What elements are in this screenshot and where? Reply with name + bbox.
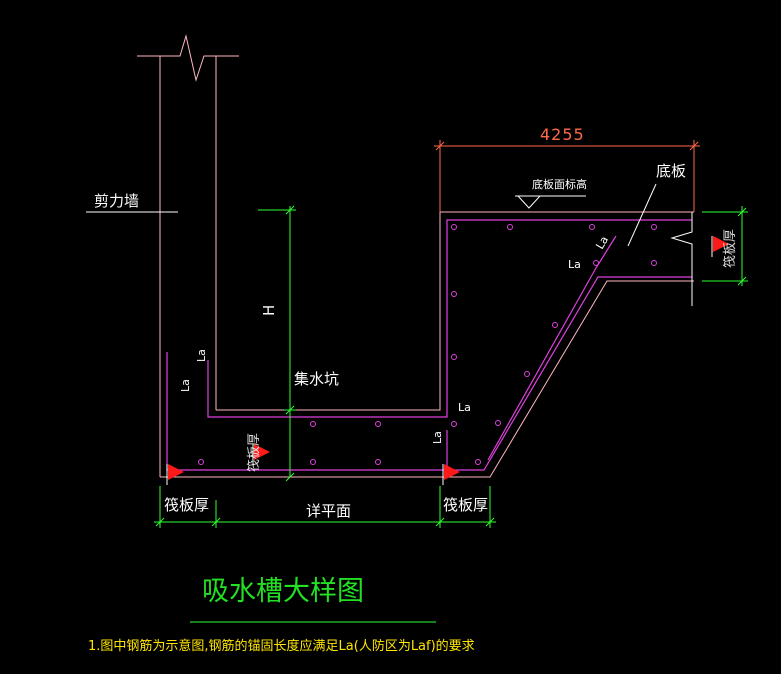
- rebar-dot: [589, 224, 595, 230]
- rebar-dot: [451, 421, 457, 427]
- rebar-dot: [651, 260, 657, 266]
- flag-icon: [252, 444, 270, 465]
- rebar-dot: [507, 224, 513, 230]
- pit-inner-outline: [216, 211, 694, 411]
- height-label: H: [260, 305, 278, 316]
- slab-break-line: [670, 212, 693, 306]
- rebar-dot: [651, 224, 657, 230]
- flag-icon: [166, 464, 184, 485]
- la-label-slope: La: [568, 258, 581, 271]
- dim-top-tick-right: [689, 141, 699, 151]
- shear-wall-label: 剪力墙: [94, 192, 139, 210]
- rebar-dot: [310, 421, 316, 427]
- rebar-dot: [552, 322, 558, 328]
- rebar-inner: [207, 219, 692, 418]
- dim-bottom-tick-3: [435, 517, 445, 527]
- la-label-inner: La: [195, 349, 208, 362]
- rebar-dot: [375, 421, 381, 427]
- dim-raft-mid-tick: [285, 472, 295, 482]
- slab-top-elev-label: 底板面标高: [532, 177, 587, 191]
- dim-bottom-tick-4: [485, 517, 495, 527]
- rebar-dot: [593, 260, 599, 266]
- rebar-dot: [451, 354, 457, 360]
- rebar-lines: [166, 219, 692, 471]
- dimension-lines: [154, 205, 748, 623]
- concrete-outline: [137, 34, 694, 478]
- rebar-dot: [310, 459, 316, 465]
- raft-hatch-label-right: 筏板厚: [722, 229, 738, 268]
- la-label-left: La: [179, 379, 192, 392]
- rebar-slope-inner: [487, 235, 617, 461]
- bottom-slab-leader: [627, 183, 657, 247]
- dim-bottom-tick-2: [211, 517, 221, 527]
- flags: [166, 236, 729, 485]
- rebar-dot: [451, 291, 457, 297]
- raft-thickness-label-left: 筏板厚: [164, 496, 209, 514]
- dim-top-tick-left: [435, 141, 445, 151]
- raft-thickness-label-right: 筏板厚: [443, 496, 488, 514]
- dim-h-tick-bot: [285, 405, 295, 415]
- elevation-triangle: [517, 195, 541, 209]
- pit-outer-bottom: [160, 280, 694, 478]
- rebar-dots: [198, 224, 657, 465]
- wall-break-line: [137, 34, 239, 82]
- flag-icon: [442, 464, 460, 485]
- la-label-slab: La: [593, 234, 611, 252]
- flag-icon: [711, 236, 729, 257]
- raft-hatch-label-mid: 筏板厚: [246, 433, 262, 472]
- dim-right-tick-bot: [737, 276, 747, 286]
- la-label-corner: La: [431, 431, 444, 444]
- right-break-lines: [86, 183, 693, 306]
- la-label-pit: La: [458, 401, 471, 414]
- bottom-slab-label: 底板: [656, 162, 686, 180]
- rebar-outer: [166, 276, 692, 471]
- rebar-dot: [375, 459, 381, 465]
- rebar-dot: [495, 420, 501, 426]
- rebar-dot: [198, 459, 204, 465]
- dim-width-label: 4255: [540, 125, 585, 144]
- drawing-title: 吸水槽大样图: [202, 576, 364, 607]
- drawing-note: 1.图中钢筋为示意图,钢筋的锚固长度应满足La(人防区为Laf)的要求: [88, 638, 475, 654]
- dim-bottom-tick-1: [155, 517, 165, 527]
- sump-pit-label: 集水坑: [294, 370, 339, 388]
- dim-h-tick-top: [285, 205, 295, 215]
- rebar-dot: [524, 371, 530, 377]
- rebar-dot: [451, 224, 457, 230]
- dim-top: [434, 140, 700, 212]
- detail-plan-label: 详平面: [306, 502, 351, 520]
- dim-right-tick-top: [737, 207, 747, 217]
- rebar-dot: [475, 459, 481, 465]
